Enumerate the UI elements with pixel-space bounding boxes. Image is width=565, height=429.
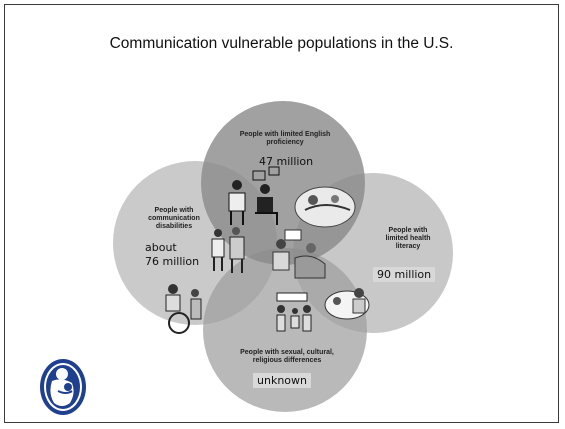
nurse-clipart-icon <box>272 229 326 279</box>
label-health: People with limited health literacy <box>385 227 431 251</box>
patient-bed-clipart-icon <box>324 288 370 320</box>
family-sign-clipart-icon <box>276 292 312 332</box>
slide-title: Communication vulnerable populations in … <box>109 35 454 52</box>
slide: Communication vulnerable populations in … <box>4 4 559 423</box>
label-cultural: People with sexual, cultural, religious … <box>240 349 334 365</box>
venn-diagram <box>113 101 453 412</box>
value-english: 47 million <box>259 155 314 168</box>
mother-child-logo-icon <box>40 359 86 415</box>
value-cultural: unknown <box>253 373 311 388</box>
wheelchair-clipart-icon <box>165 284 202 334</box>
label-english: People with limited English proficiency <box>239 131 331 147</box>
value-disabilities-1: about <box>145 241 177 254</box>
hospital-bed-clipart-icon <box>294 186 356 228</box>
doctor-patient-clipart-icon <box>228 166 280 225</box>
label-disabilities: People with communication disabilities <box>148 207 200 231</box>
value-disabilities-2: 76 million <box>145 255 200 268</box>
value-health: 90 million <box>373 267 436 282</box>
elderly-couple-clipart-icon <box>211 227 245 273</box>
